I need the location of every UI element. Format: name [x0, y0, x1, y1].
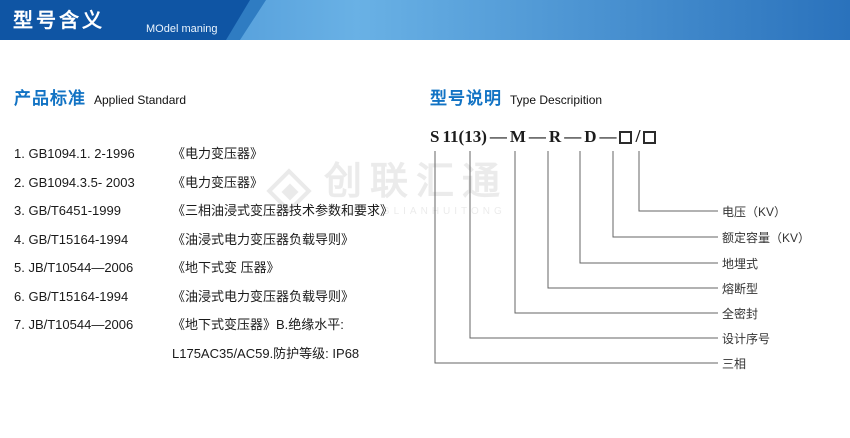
code-part-design: 11(13) [442, 126, 487, 146]
page-title: 型号含义 [13, 10, 105, 32]
standard-title: 《地下式变压器》B.绝缘水平: [172, 317, 344, 332]
code-dash: — [599, 126, 617, 146]
standard-title: 《油浸式电力变压器负载导则》 [172, 288, 355, 304]
code-part-buried: D [584, 126, 597, 146]
standard-code: 5. JB/T10544—2006 [14, 260, 134, 275]
standard-code: 7. JB/T10544—2006 [14, 317, 134, 332]
code-part-phase: S [430, 126, 440, 146]
code-dash: — [564, 126, 582, 146]
standard-code: 6. GB/T15164-1994 [14, 288, 129, 304]
label-voltage: 电压（KV） [722, 205, 787, 219]
standard-title: 《电力变压器》 [172, 174, 264, 190]
code-part-sealed: M [509, 126, 526, 146]
header-banner: 型号含义 MOdel maning [0, 0, 850, 40]
code-slash: / [635, 126, 641, 146]
list-item: 4. GB/T15164-1994 《油浸式电力变压器负载导则》 [14, 226, 424, 255]
list-item: 5. JB/T10544—2006 《地下式变 压器》 [14, 254, 424, 283]
model-heading-cn: 型号说明 [430, 89, 502, 108]
code-part-fuse: R [548, 126, 562, 146]
standard-code: 3. GB/T6451-1999 [14, 203, 121, 218]
voltage-placeholder-box [643, 130, 657, 144]
standard-code: 2. GB1094.3.5- 2003 [14, 174, 135, 190]
model-code-diagram: S 11(13) — M — R — D — / 电压（KV） 额定容量（KV）… [430, 126, 840, 392]
standards-heading-cn: 产品标准 [14, 89, 86, 108]
list-item: 3. GB/T6451-1999 《三相油浸式变压器技术参数和要求》 [14, 197, 424, 226]
page-subtitle: MOdel maning [146, 23, 218, 35]
standards-list: 1. GB1094.1. 2-1996 《电力变压器》 2. GB1094.3.… [14, 140, 424, 368]
standard-title: 《电力变压器》 [172, 146, 264, 161]
standard-code: 1. GB1094.1. 2-1996 [14, 146, 135, 161]
header-title-ribbon [0, 0, 250, 40]
list-item: 6. GB/T15164-1994 《油浸式电力变压器负载导则》 [14, 283, 424, 312]
standard-continuation: L175AC35/AC59.防护等级: IP68 [172, 345, 360, 361]
model-heading-en: Type Descripition [510, 93, 603, 107]
label-fuse: 熔断型 [722, 282, 759, 296]
standard-code: 4. GB/T15164-1994 [14, 231, 129, 247]
model-code: S 11(13) — M — R — D — / [430, 126, 657, 147]
standard-title: 《三相油浸式变压器技术参数和要求》 [172, 203, 394, 218]
list-item: 7. JB/T10544—2006 《地下式变压器》B.绝缘水平: [14, 311, 424, 340]
label-capacity: 额定容量（KV） [722, 231, 811, 245]
code-dash: — [489, 126, 507, 146]
code-dash: — [528, 126, 546, 146]
capacity-placeholder-box [619, 130, 633, 144]
standard-title: 《地下式变 压器》 [172, 260, 280, 275]
label-buried: 地埋式 [722, 257, 759, 271]
standards-heading-en: Applied Standard [94, 93, 187, 107]
standard-title: 《油浸式电力变压器负载导则》 [172, 231, 355, 247]
model-heading: 型号说明 Type Descripition [430, 84, 602, 109]
standards-heading: 产品标准 Applied Standard [14, 84, 186, 109]
label-three-phase: 三相 [722, 357, 747, 371]
list-item: 1. GB1094.1. 2-1996 《电力变压器》 [14, 140, 424, 169]
label-sealed: 全密封 [722, 307, 759, 321]
list-item: 2. GB1094.3.5- 2003 《电力变压器》 [14, 169, 424, 198]
diagram-connector-lines [434, 151, 718, 364]
label-design-no: 设计序号 [722, 332, 771, 346]
